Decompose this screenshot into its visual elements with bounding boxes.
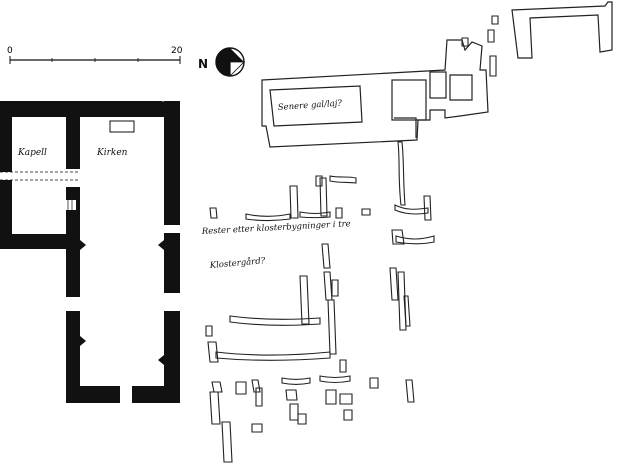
scale-end-label: 20 [171,46,183,56]
cloister-label: Klostergård? [208,254,266,271]
north-letter: N [198,57,208,71]
church-label: Kirken [96,148,128,158]
later-building-label: Senere gal/laj? [278,99,343,113]
chapel-label: Kapell [17,148,47,158]
scale-bar: 0 20 [7,46,183,64]
wall-fragment-top-right [511,1,613,59]
church-walls [0,100,180,403]
timber-building-remains [205,15,499,463]
remains-label: Rester etter klosterbygninger i tre [201,219,351,237]
north-arrow: N [198,47,245,77]
later-building [261,39,489,148]
scale-start-label: 0 [7,46,13,56]
